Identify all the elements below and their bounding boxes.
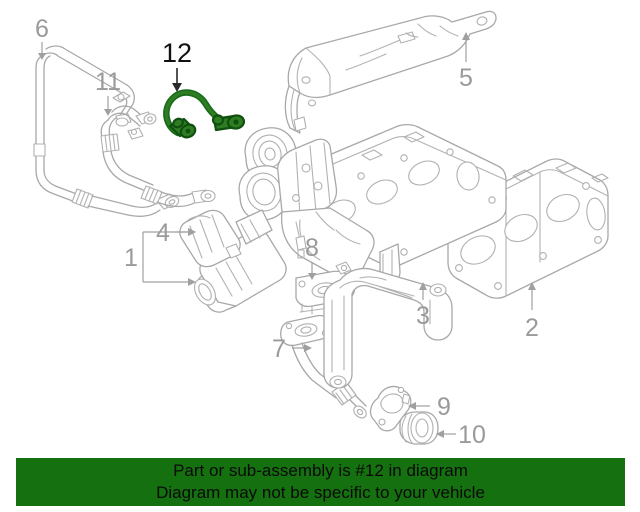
part-3-coolant-return-pipe [323,261,453,389]
callout-4-label: 4 [156,219,170,247]
callout-2: 2 [525,282,539,342]
callout-10-label: 10 [458,421,486,449]
notice-line-2: Diagram may not be specific to your vehi… [156,483,485,502]
part-10-seal-ring [399,411,439,445]
callout-9: 9 [408,393,451,421]
callout-9-label: 9 [437,393,451,421]
callout-3: 3 [416,282,430,330]
callout-1-label: 1 [124,244,138,272]
callout-5: 5 [459,32,473,92]
callout-8: 8 [305,234,319,280]
callout-12-label: 12 [162,38,192,68]
callout-6: 6 [35,15,49,60]
callout-2-label: 2 [525,314,539,342]
part-12-highlighted-coolant-hose [163,89,246,139]
callout-11: 11 [95,68,121,116]
callout-11-label: 11 [95,68,121,96]
parts-diagram-svg: .ln { fill:none; stroke:#a8a8a8; stroke-… [33,10,609,449]
part-4-actuator [179,209,242,268]
part-1-turbocharger-assembly [193,127,375,313]
part-6-coolant-line [33,45,180,217]
part-5-heat-shield [284,10,497,134]
callout-5-label: 5 [459,64,473,92]
callout-8-label: 8 [305,234,319,262]
callout-3-label: 3 [416,302,430,330]
callout-10: 10 [436,421,486,449]
callout-4: 4 [156,219,196,247]
notice-banner: Part or sub-assembly is #12 in diagram D… [16,458,625,506]
callout-6-label: 6 [35,15,49,43]
parts-diagram: .ln { fill:none; stroke:#a8a8a8; stroke-… [33,10,609,449]
notice-line-1: Part or sub-assembly is #12 in diagram [173,461,468,480]
callout-7: 7 [272,335,312,363]
part-11-coolant-feed-hose [100,105,216,208]
callout-7-label: 7 [272,335,286,363]
callout-12: 12 [162,38,192,92]
